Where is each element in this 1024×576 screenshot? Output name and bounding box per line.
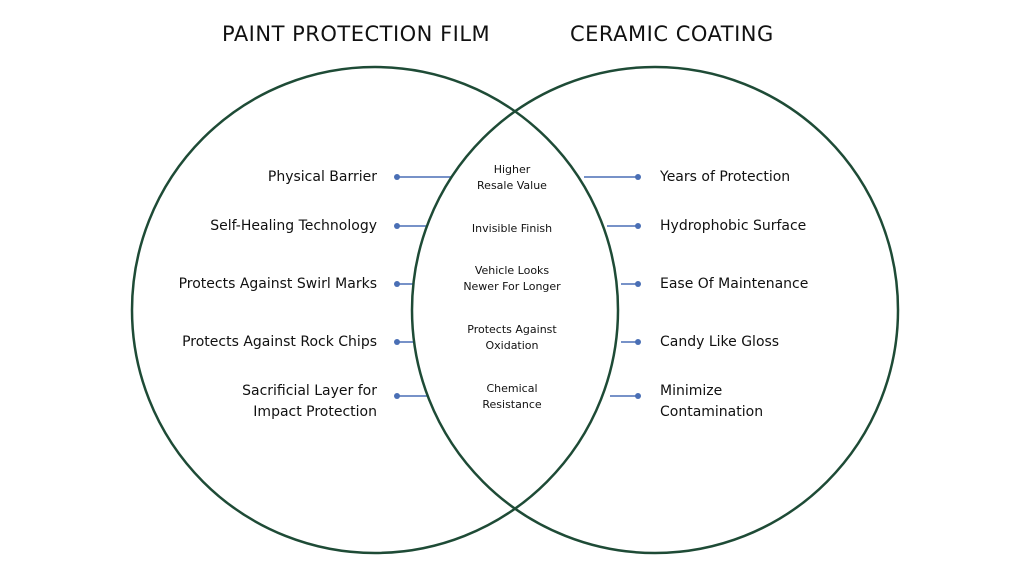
ppf-title: PAINT PROTECTION FILM bbox=[222, 22, 491, 46]
right-label-5: Minimize Contamination bbox=[660, 381, 763, 423]
right-connector-dot-2 bbox=[635, 223, 641, 229]
right-label-1: Years of Protection bbox=[660, 167, 790, 188]
overlap-label-4-line-1: Protects Against bbox=[467, 323, 557, 336]
right-label-2-text: Hydrophobic Surface bbox=[660, 218, 807, 234]
left-label-5-line-1: Sacrificial Layer for bbox=[242, 383, 377, 399]
right-connector-dot-3 bbox=[635, 281, 641, 287]
overlap-label-1-line-1: Higher bbox=[493, 163, 531, 176]
left-label-4-text: Protects Against Rock Chips bbox=[182, 334, 377, 350]
right-label-5-line-1: Minimize bbox=[660, 383, 723, 399]
overlap-label-2: Invisible Finish bbox=[448, 221, 576, 237]
overlap-label-4-line-2: Oxidation bbox=[485, 339, 539, 352]
overlap-label-3: Vehicle Looks Newer For Longer bbox=[448, 263, 576, 295]
overlap-label-2-line-1: Invisible Finish bbox=[471, 222, 553, 235]
left-label-2-text: Self-Healing Technology bbox=[210, 218, 377, 234]
right-label-2: Hydrophobic Surface bbox=[660, 216, 806, 237]
ceramic-title: CERAMIC COATING bbox=[570, 22, 774, 46]
right-connector-dot-1 bbox=[635, 174, 641, 180]
right-label-3: Ease Of Maintenance bbox=[660, 274, 808, 295]
right-connector-dot-4 bbox=[635, 339, 641, 345]
overlap-label-5-line-1: Chemical bbox=[486, 382, 538, 395]
overlap-label-3-line-1: Vehicle Looks bbox=[474, 264, 550, 277]
overlap-label-1: Higher Resale Value bbox=[448, 162, 576, 194]
right-label-4: Candy Like Gloss bbox=[660, 332, 779, 353]
left-label-5-line-2: Impact Protection bbox=[253, 404, 377, 420]
right-label-3-text: Ease Of Maintenance bbox=[660, 276, 809, 292]
overlap-label-5-line-2: Resistance bbox=[482, 398, 542, 411]
right-label-1-text: Years of Protection bbox=[660, 169, 791, 185]
left-label-3-text: Protects Against Swirl Marks bbox=[178, 276, 377, 292]
left-label-4: Protects Against Rock Chips bbox=[182, 332, 377, 353]
left-connector-dot-2 bbox=[394, 223, 400, 229]
right-label-5-line-2: Contamination bbox=[660, 404, 764, 420]
left-connector-dot-1 bbox=[394, 174, 400, 180]
overlap-label-4: Protects Against Oxidation bbox=[448, 322, 576, 354]
left-connector-dot-5 bbox=[394, 393, 400, 399]
ppf-circle bbox=[130, 65, 620, 555]
overlap-label-5: Chemical Resistance bbox=[448, 381, 576, 413]
left-label-5: Sacrificial Layer for Impact Protection bbox=[242, 381, 377, 423]
left-label-1-text: Physical Barrier bbox=[267, 169, 377, 185]
right-label-4-text: Candy Like Gloss bbox=[660, 334, 780, 350]
left-label-1: Physical Barrier bbox=[268, 167, 377, 188]
ceramic-circle bbox=[410, 65, 900, 555]
overlap-label-3-line-2: Newer For Longer bbox=[463, 280, 561, 293]
left-label-3: Protects Against Swirl Marks bbox=[179, 274, 377, 295]
left-connector-dot-3 bbox=[394, 281, 400, 287]
left-label-2: Self-Healing Technology bbox=[210, 216, 377, 237]
right-connector-dot-5 bbox=[635, 393, 641, 399]
overlap-label-1-line-2: Resale Value bbox=[477, 179, 547, 192]
left-connector-dot-4 bbox=[394, 339, 400, 345]
